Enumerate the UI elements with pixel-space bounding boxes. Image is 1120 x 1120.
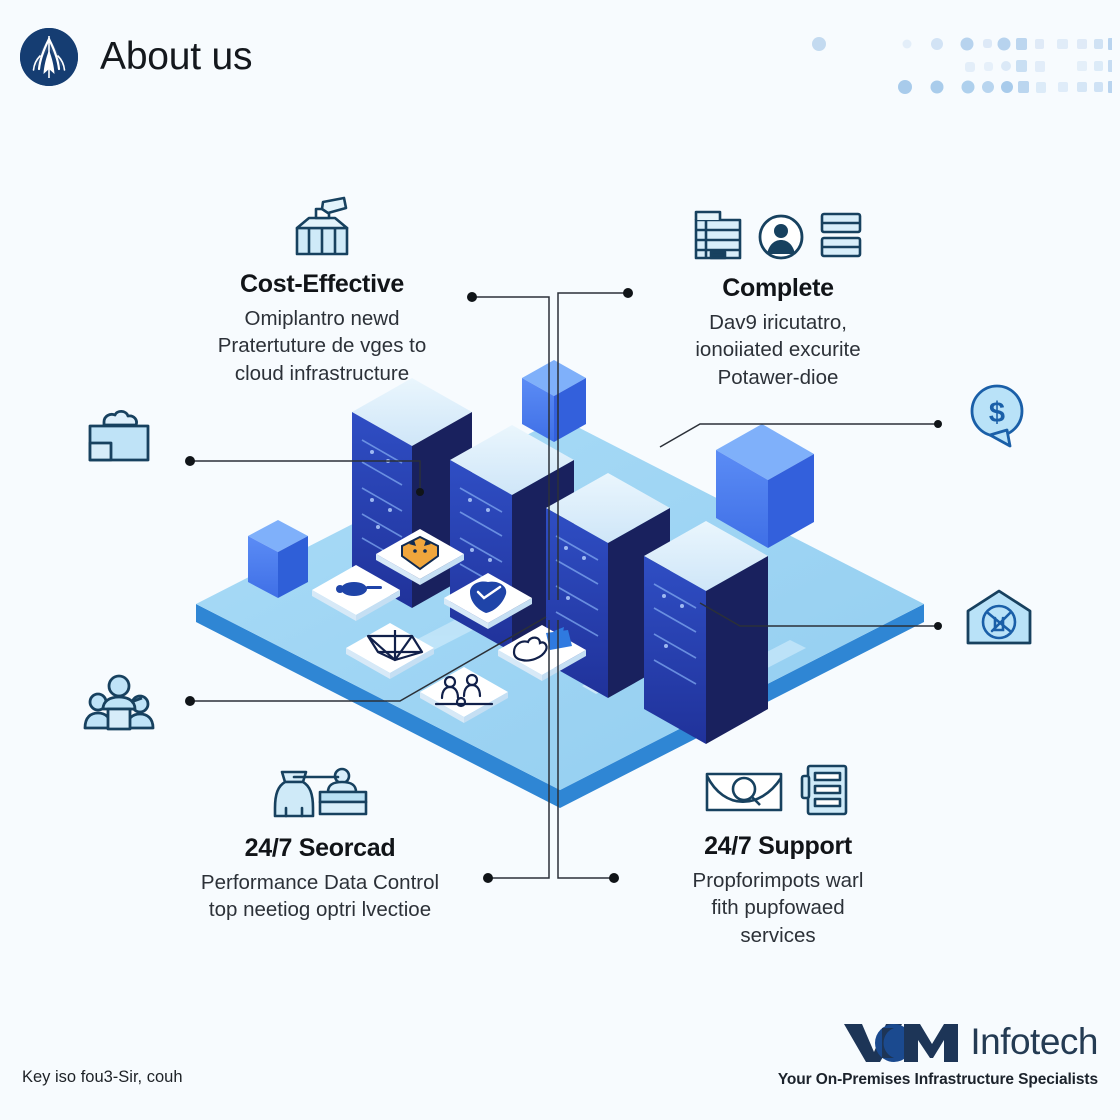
feature-desc-line: Dav9 iricutatro, <box>709 311 847 334</box>
footer-note: Key iso fou3-Sir, couh <box>22 1068 183 1086</box>
tile-network-node-icon <box>312 565 400 621</box>
feature-description: Performance Data Control top neetiog opt… <box>170 869 470 924</box>
feature-desc-line: Propforimpots warl <box>692 869 864 892</box>
footer-logo: Infotech Your On-Premises Infrastructure… <box>777 1018 1099 1089</box>
dollar-speech-bubble-icon: $ <box>962 380 1036 448</box>
vcm-leaf-logo-icon <box>20 28 78 86</box>
building-icon <box>694 210 742 260</box>
operator-desk-icon <box>273 767 368 818</box>
feature-desc-line: top neetiog optri lvectioe <box>208 898 432 922</box>
feature-description: Propforimpots warl fith pupfowaed servic… <box>628 867 928 949</box>
feature-desc-line: Omiplantro newd <box>244 307 400 330</box>
feature-title: Cost-Effective <box>240 270 404 298</box>
user-avatar-icon <box>758 214 804 260</box>
server-rack-icon <box>800 764 848 816</box>
tile-shield-fox-icon <box>376 529 464 585</box>
footer-tagline: Your On-Premises Infrastructure Speciali… <box>777 1071 1098 1088</box>
feature-desc-line: Potawer-dioe <box>717 365 839 389</box>
house-gauge-icon <box>962 585 1036 651</box>
platform-cube-left <box>248 520 308 598</box>
cloud-box-icon <box>82 402 156 468</box>
feature-secured: 24/7 Seorcad Performance Data Control to… <box>170 760 470 924</box>
feature-description: Dav9 iricutatro, ionoiiated excurite Pot… <box>628 309 928 391</box>
feature-desc-line: cloud infrastructure <box>234 361 410 385</box>
feature-cost-effective: Cost-Effective Omiplantro newd Pratertut… <box>172 196 472 387</box>
page-header: About us <box>20 28 253 86</box>
feature-desc-line: ionoiiated excurite <box>695 338 861 362</box>
dollar-sign-label: $ <box>989 397 1005 429</box>
page-title: About us <box>100 35 253 78</box>
isometric-datacenter-illustration <box>150 330 970 830</box>
footer-logo-word: Infotech <box>970 1020 1098 1062</box>
dot-grid-pattern <box>792 24 1113 110</box>
feature-complete: Complete Dav9 iricutatro, ionoiiated exc… <box>628 200 928 391</box>
feature-title: 24/7 Support <box>704 832 852 860</box>
server-stack-icon <box>820 212 862 258</box>
telescope-observatory-icon <box>295 196 349 256</box>
feature-title: 24/7 Seorcad <box>244 834 396 862</box>
feature-support: 24/7 Support Propforimpots warl fith pup… <box>628 758 928 949</box>
team-group-icon <box>82 672 156 738</box>
footer-logo-row: Infotech <box>778 1018 1098 1064</box>
server-rack-4 <box>644 521 768 744</box>
feature-desc-line: Performance Data Control <box>200 871 440 894</box>
feature-desc-line: Pratertuture de vges to <box>217 334 427 358</box>
feature-title: Complete <box>722 274 834 302</box>
vcm-wordmark-icon <box>844 1024 959 1062</box>
feature-icons <box>628 758 928 820</box>
feature-desc-line: fith pupfowaed <box>711 896 845 920</box>
feature-desc-line: services <box>740 923 816 947</box>
feature-icons <box>170 760 470 822</box>
feature-description: Omiplantro newd Pratertuture de vges to … <box>172 305 472 387</box>
feature-icons <box>628 200 928 262</box>
feature-icons <box>172 196 472 258</box>
monitoring-screen-icon <box>705 772 783 812</box>
